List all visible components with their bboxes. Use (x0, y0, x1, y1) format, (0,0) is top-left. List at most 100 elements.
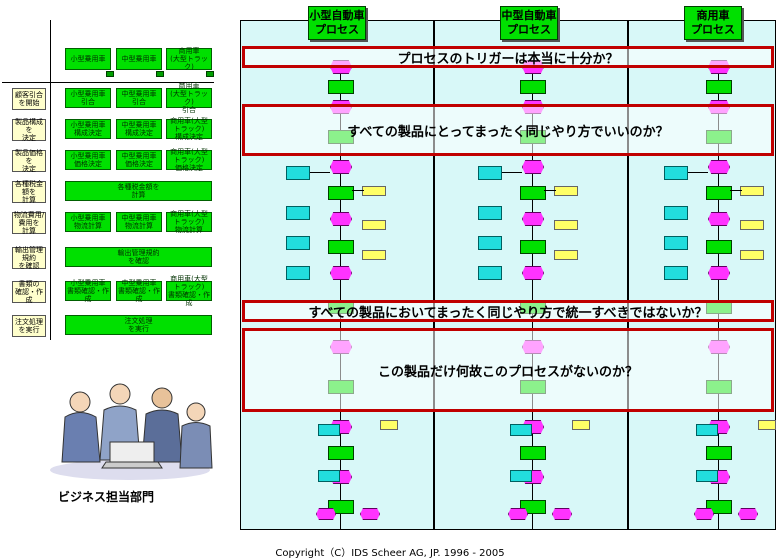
cell: 商用車(大型トラック) 価格決定 (166, 148, 212, 172)
event-shape (508, 508, 528, 520)
question-trigger: プロセスのトリガーは本当に十分か？ (242, 46, 774, 68)
output-shape (740, 220, 764, 230)
function-shape (520, 240, 546, 254)
question-same-way: すべての製品にとってまったく同じやり方でいいのか？ (242, 104, 774, 156)
function-shape (328, 186, 354, 200)
function-shape (706, 500, 732, 514)
org-unit-shape (286, 266, 310, 280)
event-shape (330, 212, 352, 226)
row-label-price: 製品価格を 決定 (12, 149, 46, 173)
lane-header-small: 小型自動車 プロセス (308, 6, 366, 40)
event-shape (522, 266, 544, 280)
row-label-config: 製品構成を 決定 (12, 118, 46, 142)
output-shape (554, 186, 578, 196)
wide-cell: 輸出管理規約 を確認 (65, 247, 212, 267)
flow-connector (532, 60, 533, 530)
cell: 中型乗用車 引合 (116, 88, 162, 108)
event-shape (522, 160, 544, 174)
event-shape (316, 508, 336, 520)
flow-connector (352, 190, 364, 191)
cell: 小型乗用車 物流計算 (65, 212, 111, 232)
function-shape (706, 240, 732, 254)
function-shape (706, 446, 732, 460)
wide-cell: 各種税金額を 計算 (65, 181, 212, 201)
org-unit-shape (696, 424, 718, 436)
output-shape (380, 420, 398, 430)
top-box-small: 小型乗用車 (65, 48, 111, 70)
cell: 小型乗用車 書類確認・作成 (65, 279, 111, 303)
org-unit-shape (286, 166, 310, 180)
function-shape (328, 500, 354, 514)
cell: 中型乗用車 書類確認・作成 (116, 279, 162, 303)
wide-cell: 注文処理 を実行 (65, 315, 212, 335)
lane-header-commercial: 商用車 プロセス (684, 6, 742, 40)
question-unify: すべての製品においてまったく同じやり方で統一すべきではないか？ (242, 300, 774, 322)
function-shape (520, 80, 546, 94)
function-shape (520, 446, 546, 460)
matrix-vline (50, 20, 51, 340)
org-unit-shape (696, 470, 718, 482)
cell: 商用車(大型トラック) 物流計算 (166, 210, 212, 234)
lane-commercial (628, 20, 776, 530)
question-missing: この製品だけ何故このプロセスがないのか？ (242, 328, 774, 412)
function-shape (706, 80, 732, 94)
org-unit-shape (664, 236, 688, 250)
output-shape (362, 186, 386, 196)
cell: 商用車 (大型トラック) 引合 (166, 82, 212, 114)
output-shape (554, 220, 578, 230)
event-shape (360, 508, 380, 520)
org-unit-shape (478, 166, 502, 180)
flow-connector (340, 60, 341, 530)
business-people-illustration (50, 383, 213, 480)
cell: 小型乗用車 価格決定 (65, 150, 111, 170)
event-shape (708, 266, 730, 280)
output-shape (572, 420, 590, 430)
output-shape (362, 220, 386, 230)
org-unit-shape (664, 166, 688, 180)
output-shape (740, 250, 764, 260)
row-label-order: 注文処理 を実行 (12, 315, 46, 337)
flow-connector (718, 60, 719, 530)
row-label-docs: 書類の 確認・作成 (12, 280, 46, 304)
flow-connector (688, 172, 708, 173)
cell: 商用車(大型トラック) 構成決定 (166, 117, 212, 141)
cell: 中型乗用車 構成決定 (116, 119, 162, 139)
function-shape (328, 80, 354, 94)
row-label-logistics: 物流費用/費用を 計算 (12, 211, 46, 235)
row-label-inquiry: 顧客引合 を開始 (12, 88, 46, 110)
event-shape (330, 266, 352, 280)
row-label-tax: 各種税金額を 計算 (12, 180, 46, 204)
org-unit-shape (478, 206, 502, 220)
output-shape (362, 250, 386, 260)
event-shape (708, 160, 730, 174)
flow-connector (502, 172, 522, 173)
org-unit-shape (510, 470, 532, 482)
function-shape (520, 500, 546, 514)
lane-header-medium: 中型自動車 プロセス (500, 6, 558, 40)
platform-icon (106, 71, 114, 77)
org-unit-shape (510, 424, 532, 436)
function-shape (328, 446, 354, 460)
org-unit-shape (286, 236, 310, 250)
output-shape (554, 250, 578, 260)
output-shape (740, 186, 764, 196)
top-box-commercial: 商用車 (大型トラック) (166, 47, 212, 71)
event-shape (330, 160, 352, 174)
org-unit-shape (318, 424, 340, 436)
matrix-hline (2, 82, 214, 83)
function-shape (706, 186, 732, 200)
copyright: Copyright（C）IDS Scheer AG, JP. 1996 - 20… (275, 548, 505, 559)
row-label-export: 輸出管理規約 を確認 (12, 246, 46, 270)
business-caption: ビジネス担当部門 (58, 490, 155, 504)
function-shape (520, 186, 546, 200)
org-unit-shape (478, 236, 502, 250)
flow-connector (730, 190, 742, 191)
platform-icon (206, 71, 214, 77)
function-shape (328, 240, 354, 254)
event-shape (738, 508, 758, 520)
flow-connector (310, 172, 330, 173)
cell: 中型乗用車 物流計算 (116, 212, 162, 232)
event-shape (552, 508, 572, 520)
event-shape (694, 508, 714, 520)
